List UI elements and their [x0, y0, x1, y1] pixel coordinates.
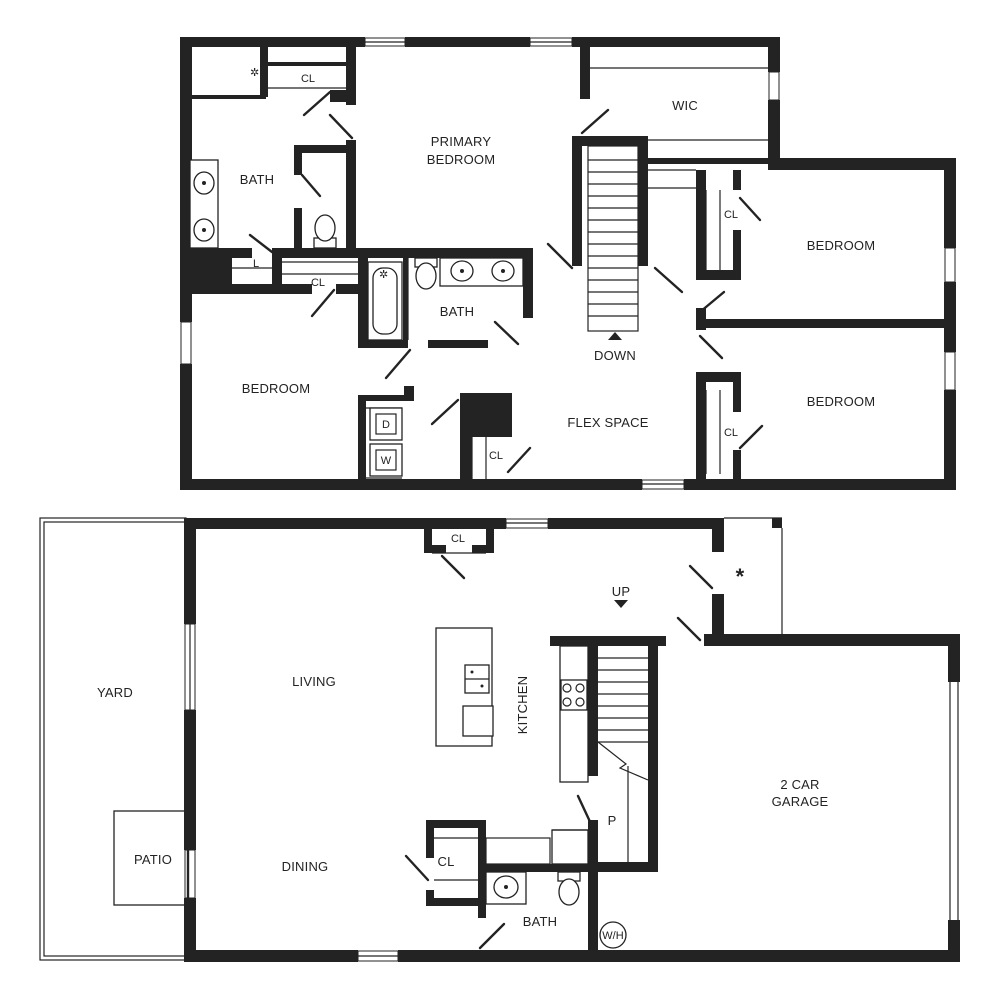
room-label-primary-bedroom: BEDROOM [427, 152, 496, 167]
room-label-dining: DINING [282, 859, 329, 874]
stairs-down-label: DOWN [594, 348, 636, 363]
down-arrow-icon [608, 332, 622, 340]
room-label-bedroom-west: BEDROOM [242, 381, 311, 396]
upper-doors [248, 90, 764, 474]
room-label-bedroom-se-closet: CL [724, 427, 738, 439]
upper-interior-walls [190, 47, 956, 481]
lower-exterior-walls [184, 517, 960, 962]
stairs-up-label: UP [612, 584, 630, 599]
room-label-powder-bath: BATH [523, 914, 558, 929]
room-label-garage: GARAGE [772, 794, 829, 809]
room-label-bedroom-ne: BEDROOM [807, 238, 876, 253]
entry-marker-icon: * [736, 564, 745, 589]
room-label-yard: YARD [97, 685, 133, 700]
upper-stairs [587, 145, 639, 340]
upper-windows [180, 37, 956, 490]
dryer-label: D [382, 419, 390, 431]
toilet-icon [558, 878, 580, 906]
toilet-icon [314, 214, 336, 242]
upper-floor: ✲ ✲ [180, 37, 956, 490]
water-heater-icon [599, 921, 627, 949]
room-label-pantry: P [608, 813, 617, 828]
room-label-bedroom-se: BEDROOM [807, 394, 876, 409]
room-label-flex-closet: CL [489, 450, 503, 462]
room-label-hall-bath: BATH [440, 304, 475, 319]
dryer [369, 407, 403, 441]
room-label-primary-bath: BATH [240, 172, 275, 187]
room-label-dining-closet: CL [437, 854, 454, 869]
washer-label: W [381, 455, 392, 467]
washer [369, 443, 403, 477]
water-heater-label: W/H [602, 930, 623, 942]
yard-outline [39, 517, 187, 961]
room-label-hall-closet: CL [311, 277, 325, 289]
room-label-living: LIVING [292, 674, 336, 689]
svg-text:✲: ✲ [250, 67, 259, 79]
room-label-primary-bedroom: PRIMARY [431, 134, 492, 149]
toilet-icon [415, 262, 437, 290]
upper-exterior-walls [180, 37, 956, 490]
lower-details [432, 552, 589, 881]
lower-floor: YARD PATIO LIVING DINING KITCHEN CL CL U… [39, 517, 960, 962]
svg-text:✲: ✲ [379, 269, 388, 281]
room-label-wic: WIC [672, 98, 698, 113]
room-label-entry-closet: CL [451, 533, 465, 545]
lower-fixtures [485, 871, 627, 949]
pantry-shelf [551, 829, 589, 865]
room-label-kitchen: KITCHEN [515, 676, 530, 734]
lower-doors [186, 554, 714, 950]
dishwasher [462, 705, 494, 737]
upper-details [232, 67, 768, 480]
room-label-bedroom-ne-closet: CL [724, 209, 738, 221]
kitchen-counter [559, 645, 589, 783]
lower-interior-walls [424, 529, 666, 962]
lower-stairs [597, 600, 649, 862]
room-label-primary-closet: CL [301, 73, 315, 85]
lower-windows [184, 518, 959, 962]
upper-labels: PRIMARY BEDROOM WIC BATH CL L CL BATH BE… [240, 73, 876, 467]
up-arrow-icon [614, 600, 628, 608]
lower-labels: YARD PATIO LIVING DINING KITCHEN CL CL U… [97, 533, 829, 942]
room-label-linen: L [253, 258, 259, 270]
upper-fixtures: ✲ ✲ [189, 67, 524, 477]
room-label-patio: PATIO [134, 852, 172, 867]
patio-outline [113, 810, 187, 906]
room-label-garage: 2 CAR [780, 777, 819, 792]
room-label-flex-space: FLEX SPACE [567, 415, 648, 430]
